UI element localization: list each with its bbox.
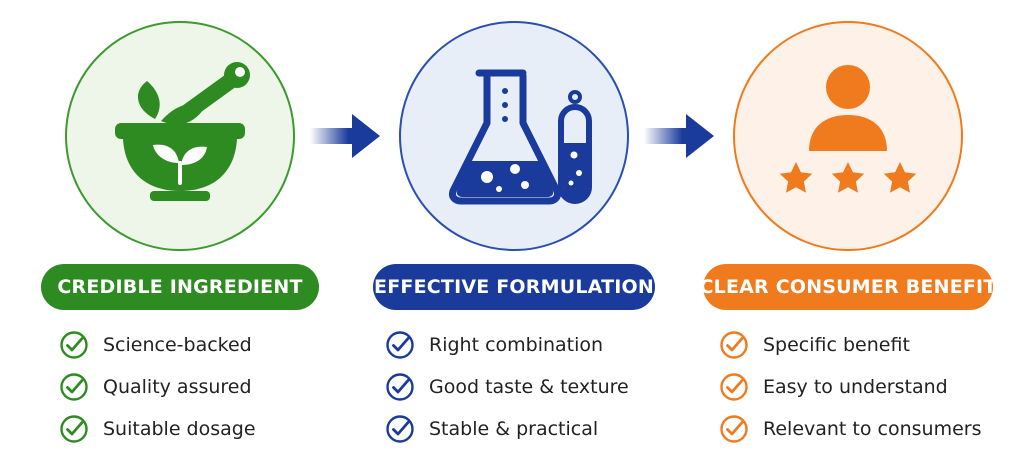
- mortar-pestle-leaf-icon: [115, 62, 250, 201]
- list-item-label: Good taste & texture: [429, 376, 629, 398]
- formulation-circle: [399, 21, 629, 251]
- ingredient-checklist: Science-backed Quality assured Suitable …: [59, 324, 256, 450]
- list-item-label: Science-backed: [103, 334, 252, 356]
- ingredient-circle: [65, 21, 295, 251]
- list-item-label: Quality assured: [103, 376, 252, 398]
- list-item: Science-backed: [59, 324, 256, 366]
- list-item-label: Suitable dosage: [103, 418, 256, 440]
- flask-test-tube-icon: [449, 69, 592, 205]
- list-item-label: Stable & practical: [429, 418, 599, 440]
- check-circle-icon: [720, 373, 748, 401]
- check-circle-icon: [720, 331, 748, 359]
- benefit-circle: [733, 21, 963, 251]
- arrow-right-icon: [310, 114, 380, 158]
- person-three-stars-icon: [779, 65, 917, 193]
- step-credible-ingredient: CREDIBLE INGREDIENT Science-backed Quali…: [15, 0, 345, 473]
- list-item: Quality assured: [59, 366, 256, 408]
- check-circle-icon: [386, 331, 414, 359]
- check-circle-icon: [386, 373, 414, 401]
- check-circle-icon: [60, 331, 88, 359]
- check-circle-icon: [720, 415, 748, 443]
- list-item: Specific benefit: [719, 324, 982, 366]
- list-item-label: Right combination: [429, 334, 604, 356]
- list-item: Relevant to consumers: [719, 408, 982, 450]
- step-clear-consumer-benefit: CLEAR CONSUMER BENEFIT Specific benefit …: [683, 0, 1013, 473]
- list-item-label: Easy to understand: [763, 376, 948, 398]
- formulation-checklist: Right combination Good taste & texture S…: [385, 324, 629, 450]
- benefit-checklist: Specific benefit Easy to understand Rele…: [719, 324, 982, 450]
- check-circle-icon: [386, 415, 414, 443]
- check-circle-icon: [60, 415, 88, 443]
- step-title-pill: EFFECTIVE FORMULATION: [373, 264, 655, 310]
- list-item-label: Specific benefit: [763, 334, 910, 356]
- list-item: Right combination: [385, 324, 629, 366]
- step-effective-formulation: EFFECTIVE FORMULATION Right combination …: [349, 0, 679, 473]
- list-item-label: Relevant to consumers: [763, 418, 982, 440]
- arrow-right-icon: [644, 114, 714, 158]
- list-item: Suitable dosage: [59, 408, 256, 450]
- list-item: Easy to understand: [719, 366, 982, 408]
- check-circle-icon: [60, 373, 88, 401]
- step-title-pill: CLEAR CONSUMER BENEFIT: [700, 264, 996, 310]
- list-item: Stable & practical: [385, 408, 629, 450]
- list-item: Good taste & texture: [385, 366, 629, 408]
- step-title-pill: CREDIBLE INGREDIENT: [41, 264, 319, 310]
